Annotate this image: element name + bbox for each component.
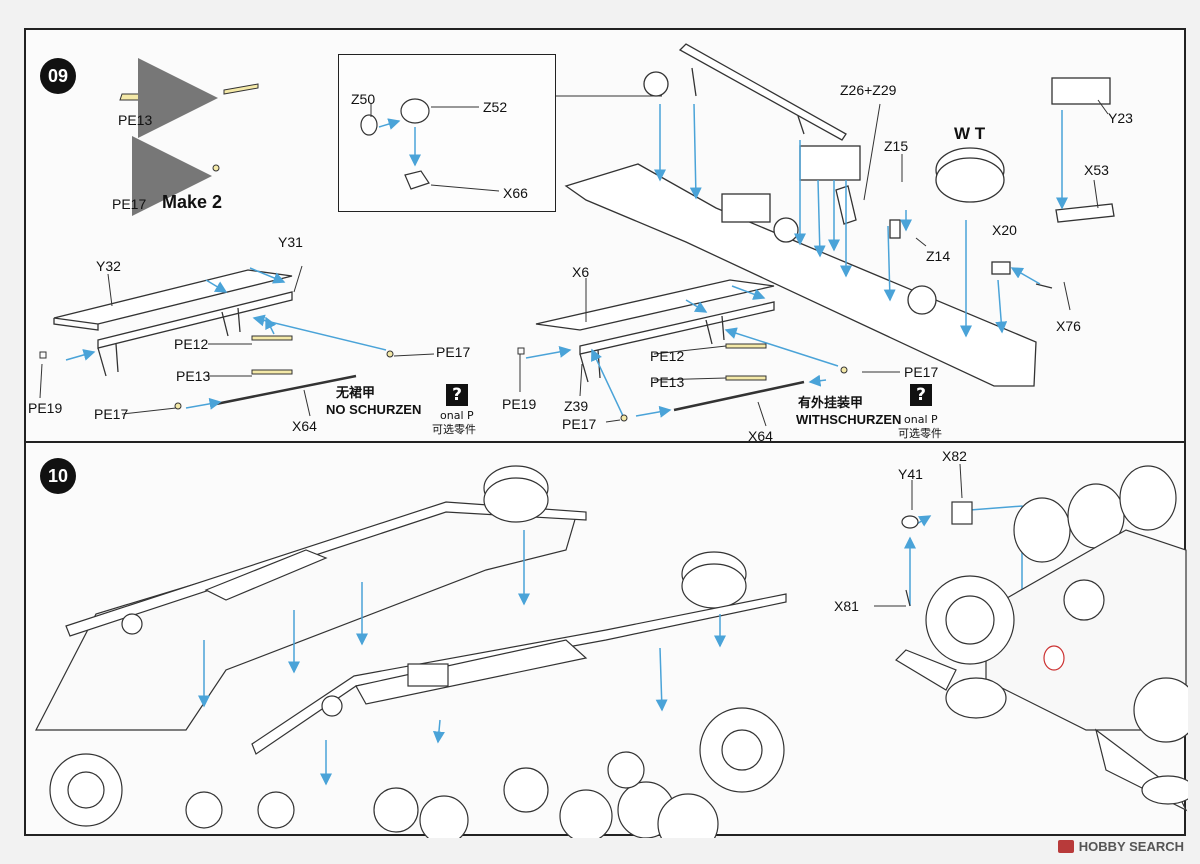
label-pe19-left: PE19 bbox=[28, 400, 63, 416]
step-9-badge: 09 bbox=[40, 58, 76, 94]
instruction-sheet: 09 bbox=[24, 28, 1188, 838]
hobby-search-logo-icon bbox=[1057, 840, 1074, 853]
label-wt: W T bbox=[954, 124, 986, 143]
label-x66: X66 bbox=[503, 185, 528, 201]
label-x64-mid: X64 bbox=[748, 428, 773, 444]
label-x20: X20 bbox=[992, 222, 1017, 238]
hull-rear-assembly bbox=[895, 465, 1188, 812]
label-pe13-mid: PE13 bbox=[650, 374, 685, 390]
label-z14: Z14 bbox=[926, 248, 951, 264]
label-z26-z29: Z26+Z29 bbox=[840, 82, 897, 98]
label-pe12-mid: PE12 bbox=[650, 348, 685, 364]
label-pe19-mid: PE19 bbox=[502, 396, 537, 412]
step-9-number: 09 bbox=[47, 65, 69, 86]
label-y31: Y31 bbox=[278, 234, 303, 250]
label-x82: X82 bbox=[942, 448, 967, 464]
label-y32: Y32 bbox=[96, 258, 121, 274]
make-count-label: Make 2 bbox=[162, 192, 223, 212]
label-pe17-mid-right: PE17 bbox=[904, 364, 939, 380]
label-pe12-left: PE12 bbox=[174, 336, 209, 352]
label-z39: Z39 bbox=[564, 398, 589, 414]
label-x53: X53 bbox=[1084, 162, 1109, 178]
headlight-detail-inset: Z50 Z52 X66 bbox=[338, 54, 556, 212]
hobby-search-watermark: HOBBY SEARCH bbox=[1057, 839, 1184, 854]
label-y41: Y41 bbox=[898, 466, 923, 482]
optional-part-icon-right: ? bbox=[910, 384, 932, 406]
option-right-tag: onal P bbox=[904, 413, 938, 426]
step-divider bbox=[26, 441, 1184, 443]
step-10-number: 10 bbox=[47, 465, 69, 486]
watermark-text: HOBBY SEARCH bbox=[1078, 839, 1184, 854]
label-x81: X81 bbox=[834, 598, 859, 614]
label-pe13-left: PE13 bbox=[176, 368, 211, 384]
label-z50: Z50 bbox=[351, 91, 376, 107]
rail-assembly-with-schurzen bbox=[535, 279, 775, 383]
option-right-cn: 有外挂装甲 bbox=[798, 395, 864, 410]
label-y23: Y23 bbox=[1108, 110, 1133, 126]
label-z52: Z52 bbox=[483, 99, 508, 115]
option-left-tag: onal P bbox=[440, 409, 474, 422]
fender-body bbox=[564, 43, 1115, 387]
option-left-en: NO SCHURZEN bbox=[326, 402, 422, 417]
label-pe17-left-bottom: PE17 bbox=[94, 406, 129, 422]
option-left-cn: 无裙甲 bbox=[336, 385, 376, 400]
option-left-tag-cn: 可选零件 bbox=[432, 423, 476, 436]
option-right-en: WITHSCHURZEN bbox=[796, 412, 902, 427]
label-pe17-top: PE17 bbox=[112, 196, 147, 212]
label-x6: X6 bbox=[572, 264, 590, 280]
option-right-tag-cn: 可选零件 bbox=[898, 427, 942, 440]
label-x76: X76 bbox=[1056, 318, 1081, 334]
label-x64-left: X64 bbox=[292, 418, 317, 434]
rail-assembly-no-schurzen bbox=[53, 269, 293, 377]
optional-part-icon-left: ? bbox=[446, 384, 468, 406]
label-pe17-mid-bottom: PE17 bbox=[562, 416, 597, 432]
step-10-badge: 10 bbox=[40, 458, 76, 494]
hull-assembly bbox=[35, 465, 787, 838]
label-pe17-left-mid: PE17 bbox=[436, 344, 471, 360]
label-pe13-top: PE13 bbox=[118, 112, 153, 128]
parts-diagram-art bbox=[35, 43, 1188, 838]
label-z15: Z15 bbox=[884, 138, 909, 154]
